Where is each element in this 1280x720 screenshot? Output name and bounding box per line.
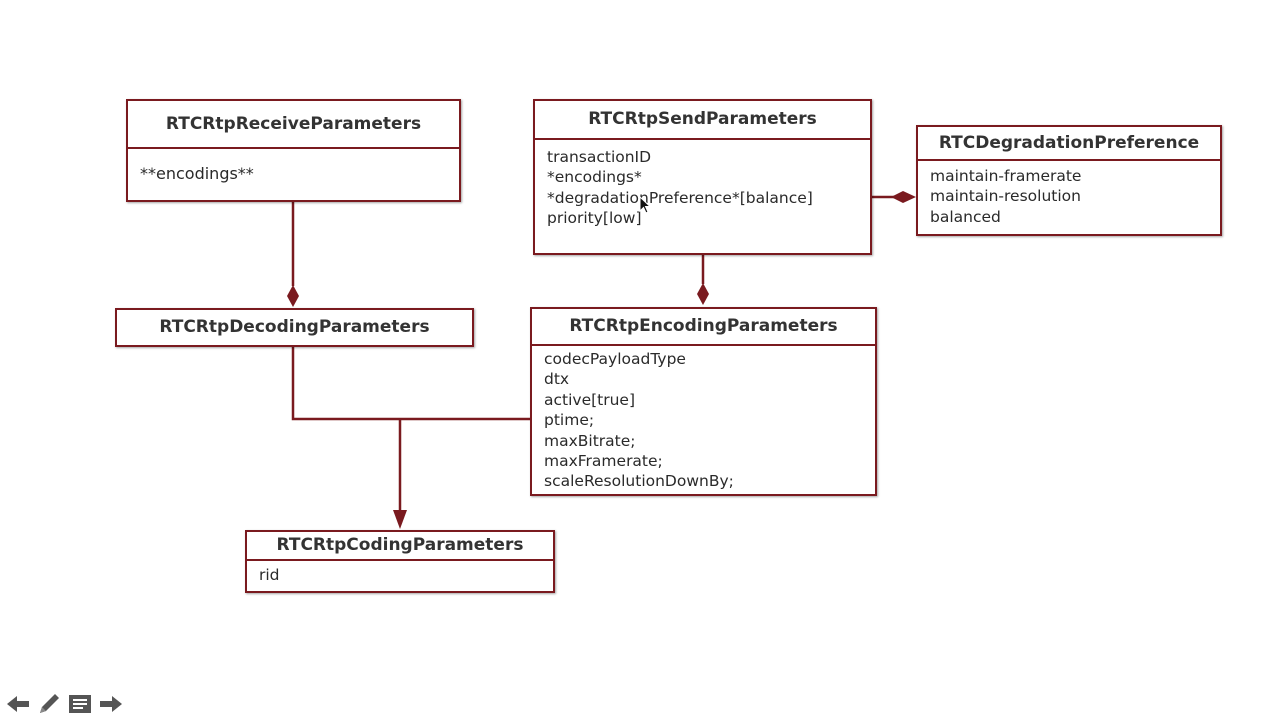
attr-max-framerate: maxFramerate; <box>544 451 663 470</box>
encoding-parameters-box: RTCRtpEncodingParameters codecPayloadTyp… <box>530 307 877 496</box>
option-balanced: balanced <box>930 207 1001 226</box>
send-parameters-attrs: transactionID *encodings* *degradationPr… <box>535 140 870 229</box>
attr-ptime: ptime; <box>544 411 595 430</box>
attr-encodings: **encodings** <box>140 164 254 183</box>
coding-arrowhead <box>393 510 407 529</box>
option-maintain-resolution: maintain-resolution <box>930 187 1081 206</box>
degradation-preference-title: RTCDegradationPreference <box>918 127 1220 161</box>
decoding-parameters-box: RTCRtpDecodingParameters <box>115 308 474 347</box>
receive-parameters-box: RTCRtpReceiveParameters **encodings** <box>126 99 461 202</box>
pen-tool-button[interactable] <box>35 691 62 718</box>
notes-button[interactable] <box>66 691 93 718</box>
coding-parameters-attrs: rid <box>247 561 553 585</box>
send-parameters-box: RTCRtpSendParameters transactionID *enco… <box>533 99 872 255</box>
encoding-parameters-attrs: codecPayloadType dtx active[true] ptime;… <box>532 346 875 492</box>
receive-to-decoding-diamond <box>287 285 299 307</box>
attr-degradation-preference: *degradationPreference*[balance] <box>547 188 813 207</box>
pencil-icon <box>39 694 59 713</box>
arrow-right-icon <box>99 696 122 712</box>
attr-rid: rid <box>259 566 280 584</box>
receive-parameters-title: RTCRtpReceiveParameters <box>128 101 459 149</box>
coding-parameters-box: RTCRtpCodingParameters rid <box>245 530 555 593</box>
option-maintain-framerate: maintain-framerate <box>930 167 1082 185</box>
decoding-to-coding-line <box>291 346 531 421</box>
mouse-cursor-icon <box>639 196 651 214</box>
attr-max-bitrate: maxBitrate; <box>544 431 636 450</box>
attr-scale-resolution-down-by: scaleResolutionDownBy; <box>544 472 734 491</box>
send-to-encoding-diamond <box>697 283 709 305</box>
send-parameters-title: RTCRtpSendParameters <box>535 101 870 140</box>
attr-codec-payload-type: codecPayloadType <box>544 350 686 368</box>
degradation-preference-attrs: maintain-framerate maintain-resolution b… <box>918 161 1220 227</box>
attr-encodings: *encodings* <box>547 168 642 187</box>
attr-dtx: dtx <box>544 370 570 389</box>
arrow-left-icon <box>6 696 29 712</box>
attr-priority: priority[low] <box>547 209 642 228</box>
slide-toolbar <box>4 690 124 718</box>
send-to-degradation-diamond <box>891 191 916 203</box>
degradation-preference-box: RTCDegradationPreference maintain-framer… <box>916 125 1222 236</box>
decoding-parameters-title: RTCRtpDecodingParameters <box>159 317 430 337</box>
notes-icon <box>68 695 91 713</box>
coding-parameters-title: RTCRtpCodingParameters <box>247 532 553 561</box>
attr-transaction-id: transactionID <box>547 148 652 166</box>
encoding-parameters-title: RTCRtpEncodingParameters <box>532 309 875 346</box>
next-slide-button[interactable] <box>97 691 124 718</box>
attr-active: active[true] <box>544 390 636 409</box>
receive-parameters-attrs: **encodings** <box>128 149 459 184</box>
previous-slide-button[interactable] <box>4 691 31 718</box>
